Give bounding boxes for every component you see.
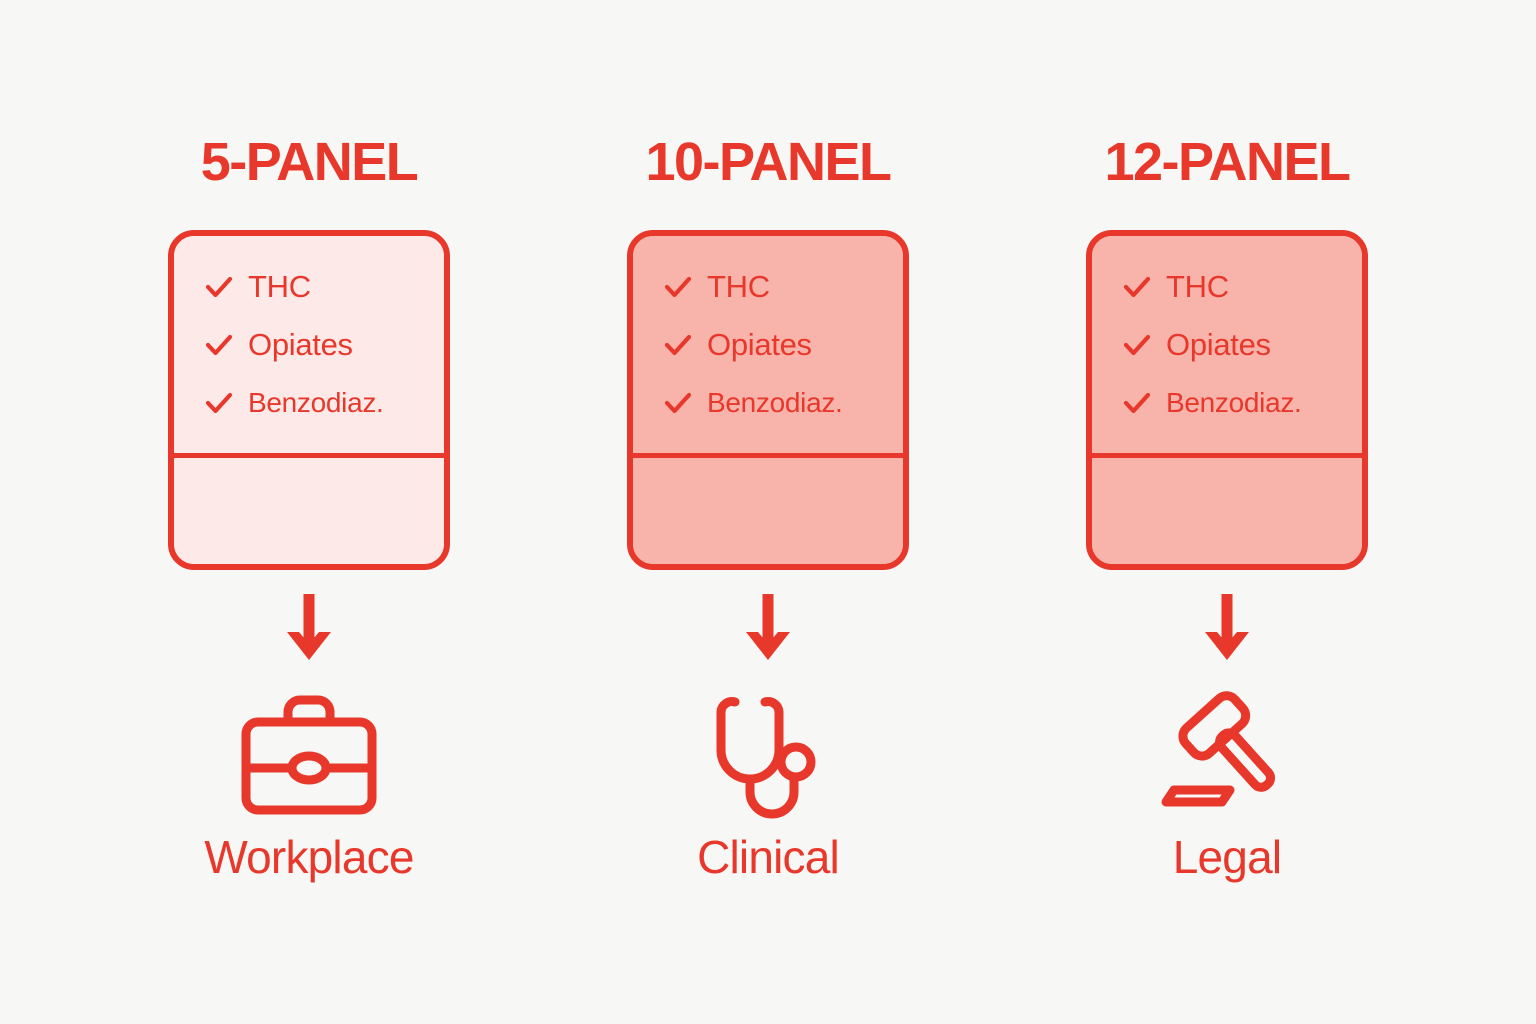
panel-title: 10-PANEL — [645, 132, 892, 192]
analyte-row: THC — [204, 258, 444, 316]
panel-card[interactable]: THC Opiates Benzodiaz. — [1086, 230, 1368, 570]
analyte-row: Opiates — [663, 316, 903, 374]
panel-title: 5-PANEL — [200, 132, 419, 192]
panel-card-blank-area — [1092, 458, 1362, 564]
analyte-row: Benzodiaz. — [1122, 374, 1362, 432]
stethoscope-icon — [716, 697, 816, 819]
analyte-label: THC — [248, 269, 311, 304]
arrow-down-icon — [1205, 594, 1249, 660]
check-icon — [1123, 334, 1151, 355]
panel-column-10: 10-PANEL THC Opiates — [614, 135, 922, 880]
analyte-row: THC — [663, 258, 903, 316]
analyte-label: Opiates — [707, 327, 812, 362]
gavel-icon — [1161, 691, 1276, 807]
analyte-label: Benzodiaz. — [707, 386, 843, 418]
analyte-label: THC — [1166, 269, 1229, 304]
analyte-label: Benzodiaz. — [1166, 386, 1302, 418]
panel-title: 12-PANEL — [1104, 132, 1351, 192]
check-icon — [1123, 392, 1151, 413]
panel-card-blank-area — [174, 458, 444, 564]
check-icon — [205, 392, 233, 413]
analyte-label: Opiates — [1166, 327, 1271, 362]
check-icon — [664, 276, 692, 297]
arrow-down-icon — [746, 594, 790, 660]
destination-label: Workplace — [204, 831, 414, 883]
panel-card-analyte-list: THC Opiates Benzodiaz. — [633, 236, 903, 458]
check-icon — [664, 334, 692, 355]
analyte-row: Benzodiaz. — [204, 374, 444, 432]
panel-column-12: 12-PANEL THC Opiates — [1073, 135, 1381, 880]
check-icon — [1123, 276, 1151, 297]
analyte-row: Opiates — [1122, 316, 1362, 374]
destination-label: Legal — [1172, 831, 1282, 883]
panel-card-analyte-list: THC Opiates Benzodiaz. — [174, 236, 444, 458]
analyte-label: Opiates — [248, 327, 353, 362]
analyte-row: THC — [1122, 258, 1362, 316]
check-icon — [205, 334, 233, 355]
arrow-down-icon — [287, 594, 331, 660]
panel-card[interactable]: THC Opiates Benzodiaz. — [168, 230, 450, 570]
analyte-label: Benzodiaz. — [248, 386, 384, 418]
destination-label: Clinical — [697, 831, 840, 883]
panel-column-5: 5-PANEL THC Opiates — [155, 135, 463, 880]
analyte-row: Opiates — [204, 316, 444, 374]
panel-card-blank-area — [633, 458, 903, 564]
check-icon — [664, 392, 692, 413]
panel-card-analyte-list: THC Opiates Benzodiaz. — [1092, 236, 1362, 458]
briefcase-icon — [241, 695, 377, 815]
analyte-label: THC — [707, 269, 770, 304]
check-icon — [205, 276, 233, 297]
panel-card[interactable]: THC Opiates Benzodiaz. — [627, 230, 909, 570]
analyte-row: Benzodiaz. — [663, 374, 903, 432]
